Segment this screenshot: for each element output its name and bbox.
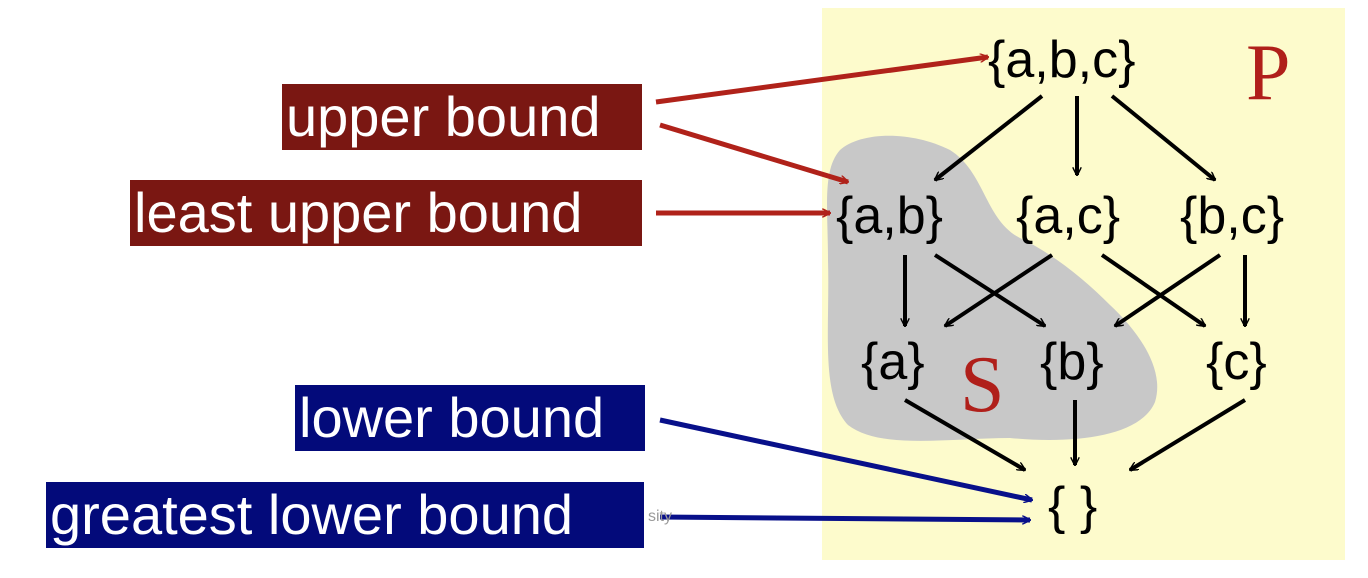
edge-ac-to-a xyxy=(945,253,1054,328)
node-ab: {a,b} xyxy=(836,187,944,245)
node-c: {c} xyxy=(1206,333,1267,391)
edge-ac-to-c xyxy=(1100,253,1205,328)
upper-bound-label: upper bound xyxy=(282,84,642,150)
poset-name: P xyxy=(1246,29,1291,117)
least-upper-bound-label: least upper bound xyxy=(130,180,642,246)
edge-c-to-empty xyxy=(1130,398,1247,472)
lower-bound-arrow xyxy=(659,417,1032,500)
footer-fragment: sity xyxy=(648,508,672,525)
subset-name: S xyxy=(960,341,1005,429)
node-a: {a} xyxy=(861,333,925,391)
edge-abc-to-ab xyxy=(935,94,1044,182)
node-bc: {b,c} xyxy=(1180,187,1285,245)
lower-bound-label: lower bound xyxy=(295,385,645,451)
node-abc: {a,b,c} xyxy=(988,31,1136,89)
node-empty: { } xyxy=(1048,477,1098,535)
greatest-lower-bound-label: greatest lower bound xyxy=(46,482,644,548)
edge-bc-to-b xyxy=(1115,253,1222,328)
greatest-lower-bound-arrow xyxy=(659,514,1030,520)
node-b: {b} xyxy=(1040,333,1104,391)
hasse-edges xyxy=(903,94,1247,472)
node-ac: {a,c} xyxy=(1016,187,1121,245)
subset-region xyxy=(827,135,1158,441)
upper-bound-arrow-to-ab xyxy=(659,122,848,182)
edge-abc-to-bc xyxy=(1110,94,1215,180)
edge-ab-to-b xyxy=(933,253,1045,328)
edge-a-to-empty xyxy=(903,398,1025,472)
upper-bound-arrow-to-top xyxy=(655,57,988,105)
